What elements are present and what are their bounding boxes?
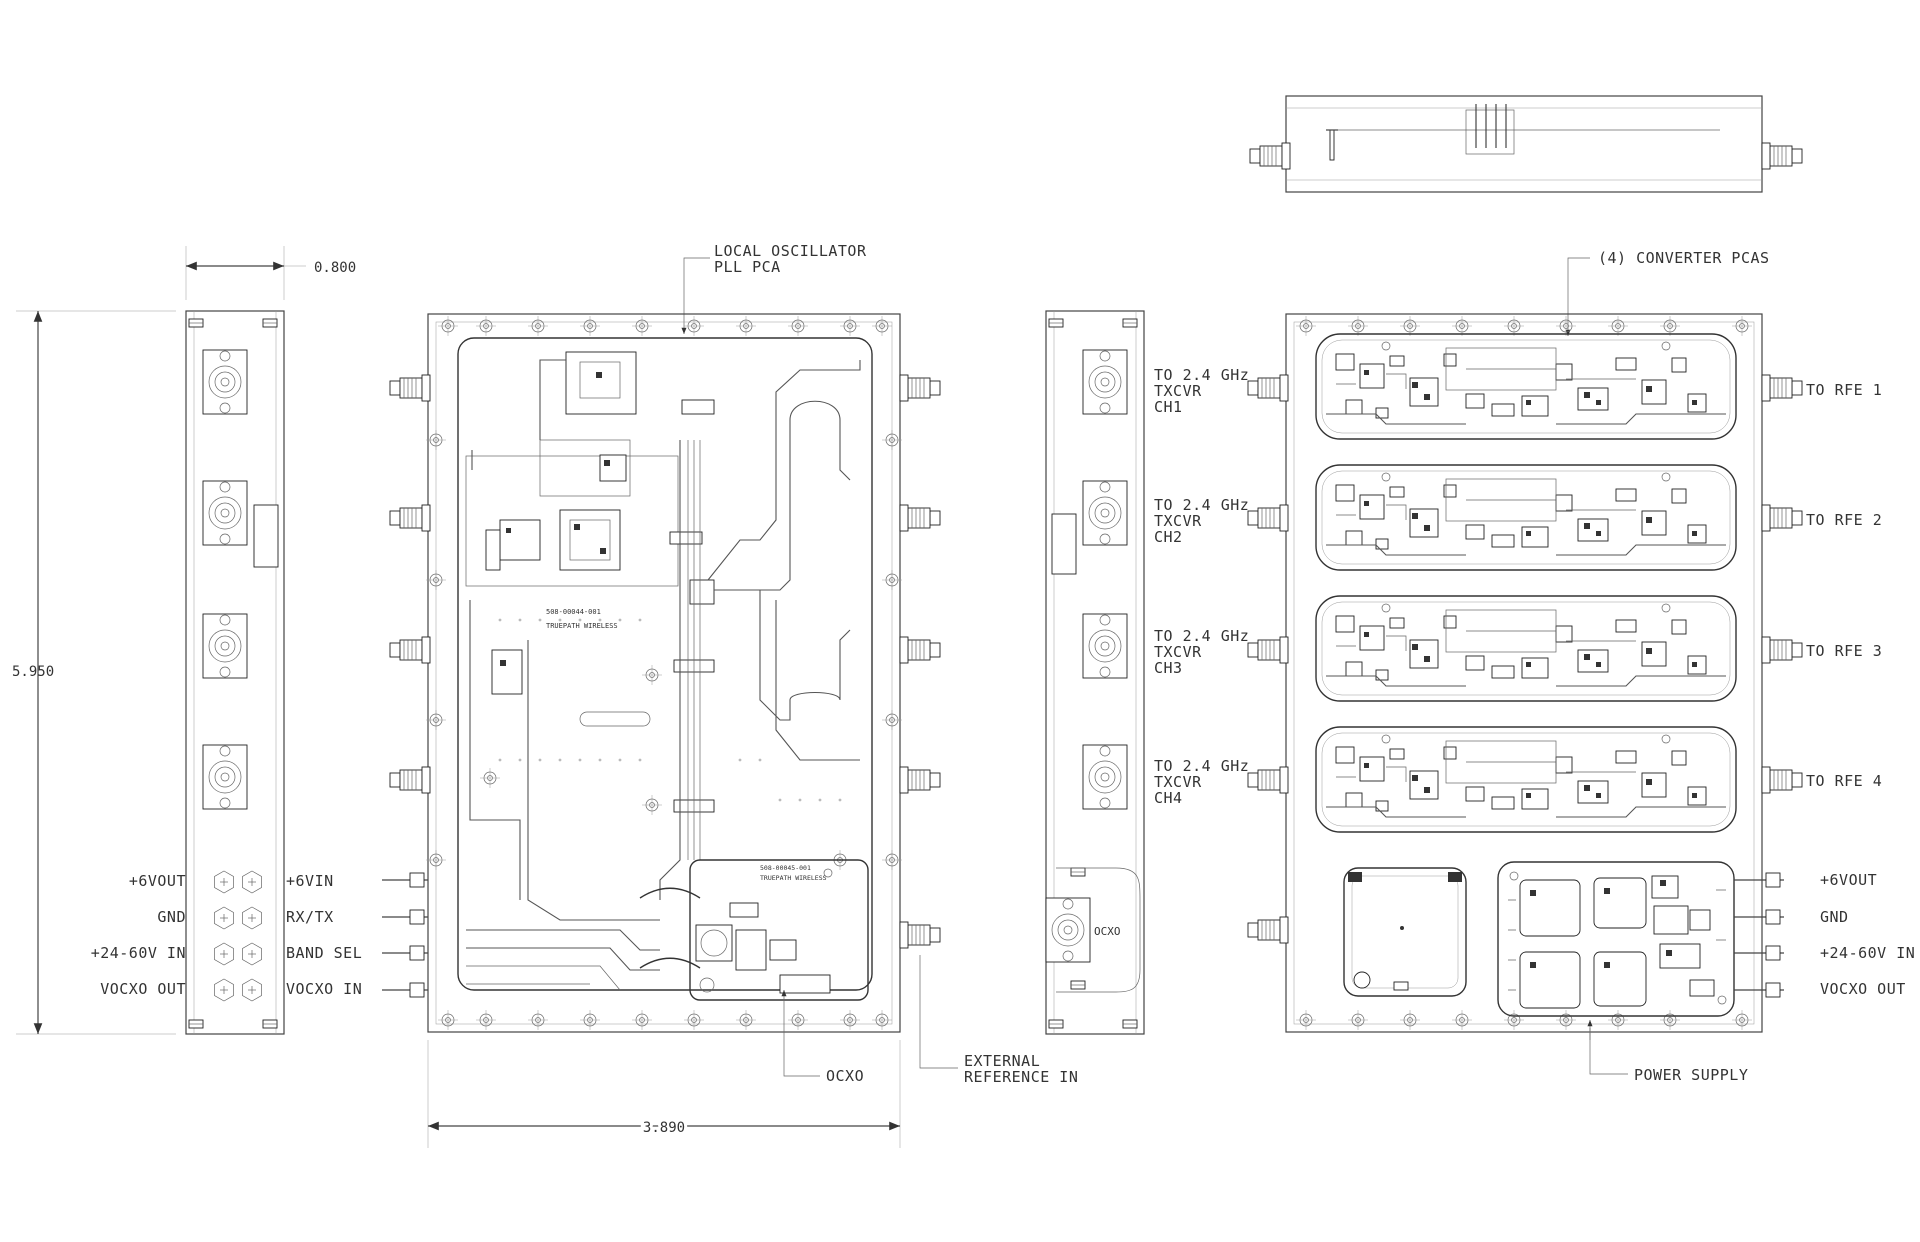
mid-ocxo-label: OCXO [1094,925,1121,938]
converter-callout: (4) CONVERTER PCAS [1598,249,1770,267]
left-conn-label-vocxo-out: VOCXO OUT [100,980,186,998]
lo-width-dimension: 3.890 [643,1120,685,1136]
rfe-label-3: TO RFE 3 [1806,642,1882,660]
lo-board-silk-2: TRUEPATH WIRELESS [546,622,618,630]
power-label-gnd: GND [1820,908,1849,926]
mid-label-ch2-line3: CH2 [1154,528,1183,546]
power-label-6vout: +6VOUT [1820,871,1877,889]
left-conn-label-band-sel: BAND SEL [286,944,362,962]
mid-label-ch3-line2: TXCVR [1154,643,1202,661]
left-height-dimension: 5.950 [12,664,54,680]
mid-label-ch1-line2: TXCVR [1154,382,1202,400]
left-side-view: 0.800 5.950 +6VOUT GND +24-60V IN VOCXO … [12,246,362,1035]
rfe-label-2: TO RFE 2 [1806,511,1882,529]
mid-label-ch4-line3: CH4 [1154,789,1183,807]
middle-side-view: OCXO TO 2.4 GHz TXCVR CH1 TO 2.4 GHz TXC… [1045,310,1249,1035]
mid-label-ch1-line3: CH1 [1154,398,1183,416]
lo-ocxo-callout: OCXO [826,1067,864,1085]
left-width-dimension: 0.800 [314,260,356,276]
left-conn-label-6vin: +6VIN [286,872,334,890]
left-conn-label-gnd: GND [157,908,186,926]
mid-label-ch4-line2: TXCVR [1154,773,1202,791]
lo-callout-line2: PLL PCA [714,258,781,276]
left-conn-label-6vout: +6VOUT [129,872,186,890]
mid-label-ch3-line1: TO 2.4 GHz [1154,627,1249,645]
power-label-vocxo-out: VOCXO OUT [1820,980,1906,998]
lo-sub-silk-2: TRUEPATH WIRELESS [760,874,827,882]
mid-label-ch1-line1: TO 2.4 GHz [1154,366,1249,384]
mid-label-ch4-line1: TO 2.4 GHz [1154,757,1249,775]
left-conn-label-vocxo-in: VOCXO IN [286,980,362,998]
lo-callout-line1: LOCAL OSCILLATOR [714,242,867,260]
right-converter-view: (4) CONVERTER PCAS TO RFE 1 TO RFE 2 TO … [1247,95,1915,1084]
power-label-24-60v: +24-60V IN [1820,944,1915,962]
left-conn-label-24-60v: +24-60V IN [91,944,186,962]
rfe-label-4: TO RFE 4 [1806,772,1882,790]
power-supply-callout: POWER SUPPLY [1634,1066,1748,1084]
lo-ext-ref-line2: REFERENCE IN [964,1068,1078,1086]
lo-top-view: LOCAL OSCILLATOR PLL PCA [382,242,1078,1148]
mid-label-ch2-line2: TXCVR [1154,512,1202,530]
mid-label-ch2-line1: TO 2.4 GHz [1154,496,1249,514]
lo-ext-ref-line1: EXTERNAL [964,1052,1040,1070]
mid-label-ch3-line3: CH3 [1154,659,1183,677]
rfe-label-1: TO RFE 1 [1806,381,1882,399]
left-conn-label-rxtx: RX/TX [286,908,334,926]
lo-board-silk-1: 508-00044-001 [546,608,601,616]
lo-sub-silk-1: 508-00045-001 [760,864,811,872]
